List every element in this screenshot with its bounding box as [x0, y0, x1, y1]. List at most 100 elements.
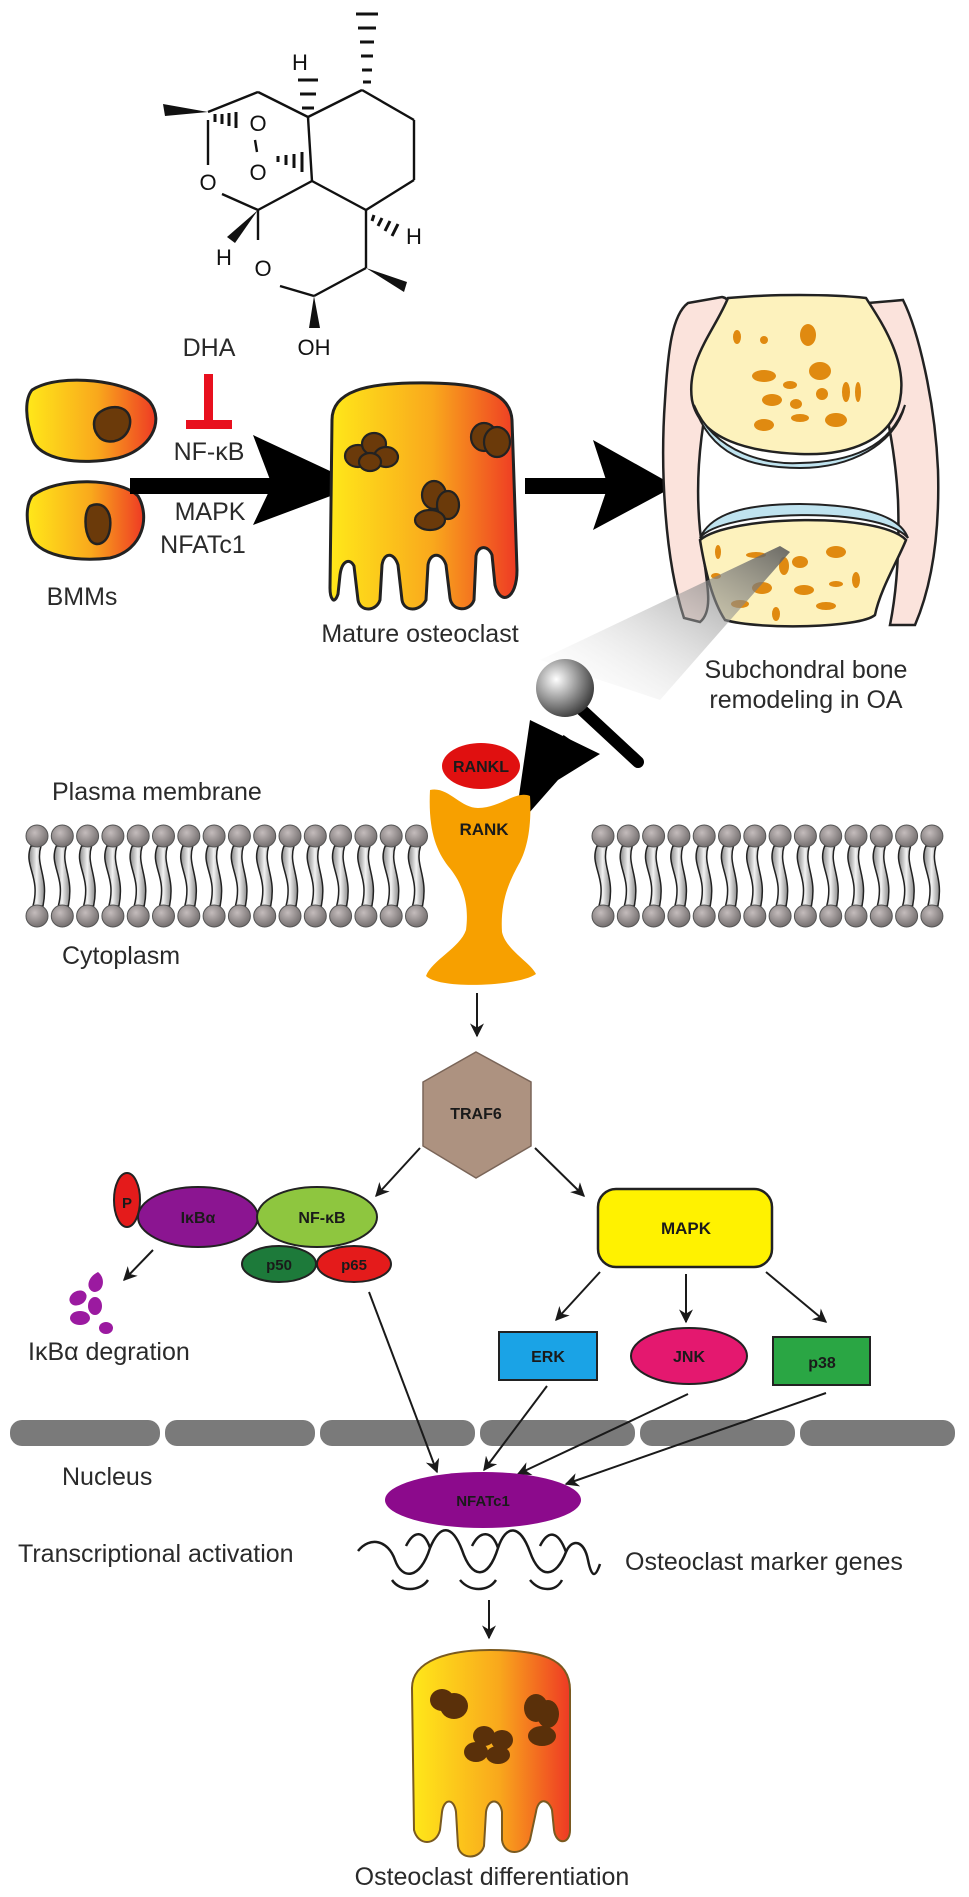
traf6-label: TRAF6 — [450, 1106, 502, 1123]
phospholipid — [819, 824, 843, 928]
atom-oh: OH — [298, 335, 331, 360]
atom-h-top: H — [292, 50, 308, 75]
p65-label: p65 — [341, 1257, 367, 1274]
phospholipid — [101, 824, 125, 928]
phospholipid — [692, 824, 716, 928]
differentiated-osteoclast-cell — [410, 1648, 571, 1858]
tibia-cartilage — [699, 502, 909, 539]
rankl-label: RANKL — [453, 759, 509, 776]
traf6-to-nfkb-arrow — [375, 1147, 421, 1198]
p65-subunit — [316, 1245, 392, 1283]
nucleus-label: Nucleus — [62, 1463, 152, 1491]
dha-molecule-structure — [206, 88, 416, 298]
phospholipid — [152, 824, 175, 928]
dna-helix-icon — [357, 1529, 602, 1591]
atom-o4: O — [254, 256, 271, 281]
inhibition-bar-icon — [186, 374, 232, 429]
degraded-ikba-fragments-icon — [69, 1272, 113, 1334]
p38-label: p38 — [808, 1355, 836, 1372]
phospholipid — [379, 824, 403, 928]
p50-label: p50 — [266, 1257, 292, 1274]
phospholipid — [920, 824, 944, 928]
zoom-arrow-icon — [514, 720, 600, 830]
phospholipid — [202, 824, 226, 928]
atom-h-right: H — [406, 224, 422, 249]
magnifier-beam — [540, 546, 790, 700]
p38-box — [772, 1336, 871, 1386]
mature-osteoclast-cell — [328, 381, 519, 611]
joint-label-line2: remodeling in OA — [709, 686, 902, 714]
atom-o3: O — [199, 170, 216, 195]
lipid-bilayer — [25, 824, 944, 928]
phospholipid — [354, 824, 378, 928]
phospholipid — [177, 824, 201, 928]
phospholipid — [126, 824, 150, 928]
jnk-label: JNK — [673, 1349, 705, 1366]
differentiation-arrow-icon — [130, 435, 360, 525]
mapk-to-erk-arrow — [555, 1271, 601, 1322]
cytoplasm-label: Cytoplasm — [62, 942, 180, 970]
phospholipid — [667, 824, 691, 928]
phospholipid — [303, 824, 327, 928]
phospholipid — [329, 824, 353, 928]
phospholipid — [253, 824, 277, 928]
phospholipid — [743, 824, 767, 928]
phospholipid — [278, 824, 302, 928]
phospholipid — [405, 824, 428, 928]
traf6-to-mapk-arrow — [534, 1147, 586, 1197]
phospho-p — [113, 1172, 141, 1228]
p38-to-nfatc1-arrow — [564, 1392, 827, 1487]
mapk-box-label: MAPK — [661, 1219, 712, 1238]
osteoclast-nuclei-icon — [430, 1689, 559, 1764]
erk-box — [498, 1331, 598, 1381]
phospholipid — [76, 824, 100, 928]
magnifier-icon — [536, 659, 644, 768]
phospholipid — [50, 824, 74, 928]
phospho-label: P — [122, 1195, 132, 1212]
phospholipid — [895, 824, 919, 928]
pathway-nfatc1-label: NFATc1 — [160, 531, 246, 559]
phospholipid — [718, 824, 741, 928]
plasma-membrane-label: Plasma membrane — [52, 778, 262, 806]
bmm-cell-bottom — [25, 480, 146, 561]
nfatc1-transcription-factor — [385, 1472, 581, 1528]
bmm-nucleus-icon — [84, 503, 112, 546]
nfkb-label: NF-κB — [298, 1210, 345, 1227]
osteoclast-differentiation-label: Osteoclast differentiation — [355, 1863, 630, 1891]
rankl-ligand — [442, 743, 520, 789]
erk-to-nfatc1-arrow — [483, 1385, 548, 1472]
phospholipid — [227, 824, 251, 928]
nfkb-protein — [256, 1186, 378, 1248]
phospholipid — [768, 824, 792, 928]
phospholipid — [869, 824, 893, 928]
knee-joint-illustration — [661, 293, 940, 628]
phospholipid — [616, 824, 640, 928]
phospholipid — [25, 824, 49, 928]
jnk-oval — [630, 1327, 748, 1385]
molecule-stereo-bonds — [163, 12, 407, 328]
jnk-to-nfatc1-arrow — [516, 1393, 689, 1475]
mature-osteoclast-label: Mature osteoclast — [321, 620, 518, 648]
atom-o2: O — [249, 160, 266, 185]
atom-h-left: H — [216, 245, 232, 270]
bmms-label: BMMs — [47, 583, 118, 611]
ikba-degradation-label: IκBα degration — [28, 1338, 190, 1366]
osteoclast-marker-genes-label: Osteoclast marker genes — [625, 1548, 903, 1576]
femur-cartilage — [693, 404, 906, 470]
bmm-nucleus-icon — [92, 405, 132, 443]
bone-remodeling-arrow-icon — [525, 440, 675, 530]
nfatc1-label: NFATc1 — [456, 1493, 510, 1510]
ikba-degradation-arrow — [123, 1249, 154, 1282]
femur-bone — [689, 293, 903, 456]
pathway-nfkb-label: NF-κB — [174, 438, 245, 466]
rank-label: RANK — [459, 820, 509, 839]
nuclear-envelope — [10, 1420, 955, 1446]
mapk-to-p38-arrow — [765, 1271, 828, 1323]
atom-o1: O — [249, 111, 266, 136]
rank-receptor — [426, 789, 536, 985]
osteoclast-nuclei-icon — [343, 421, 512, 532]
pathway-mapk-label: MAPK — [175, 498, 246, 526]
transcriptional-activation-label: Transcriptional activation — [18, 1540, 294, 1568]
bmm-cell-top — [25, 378, 158, 463]
